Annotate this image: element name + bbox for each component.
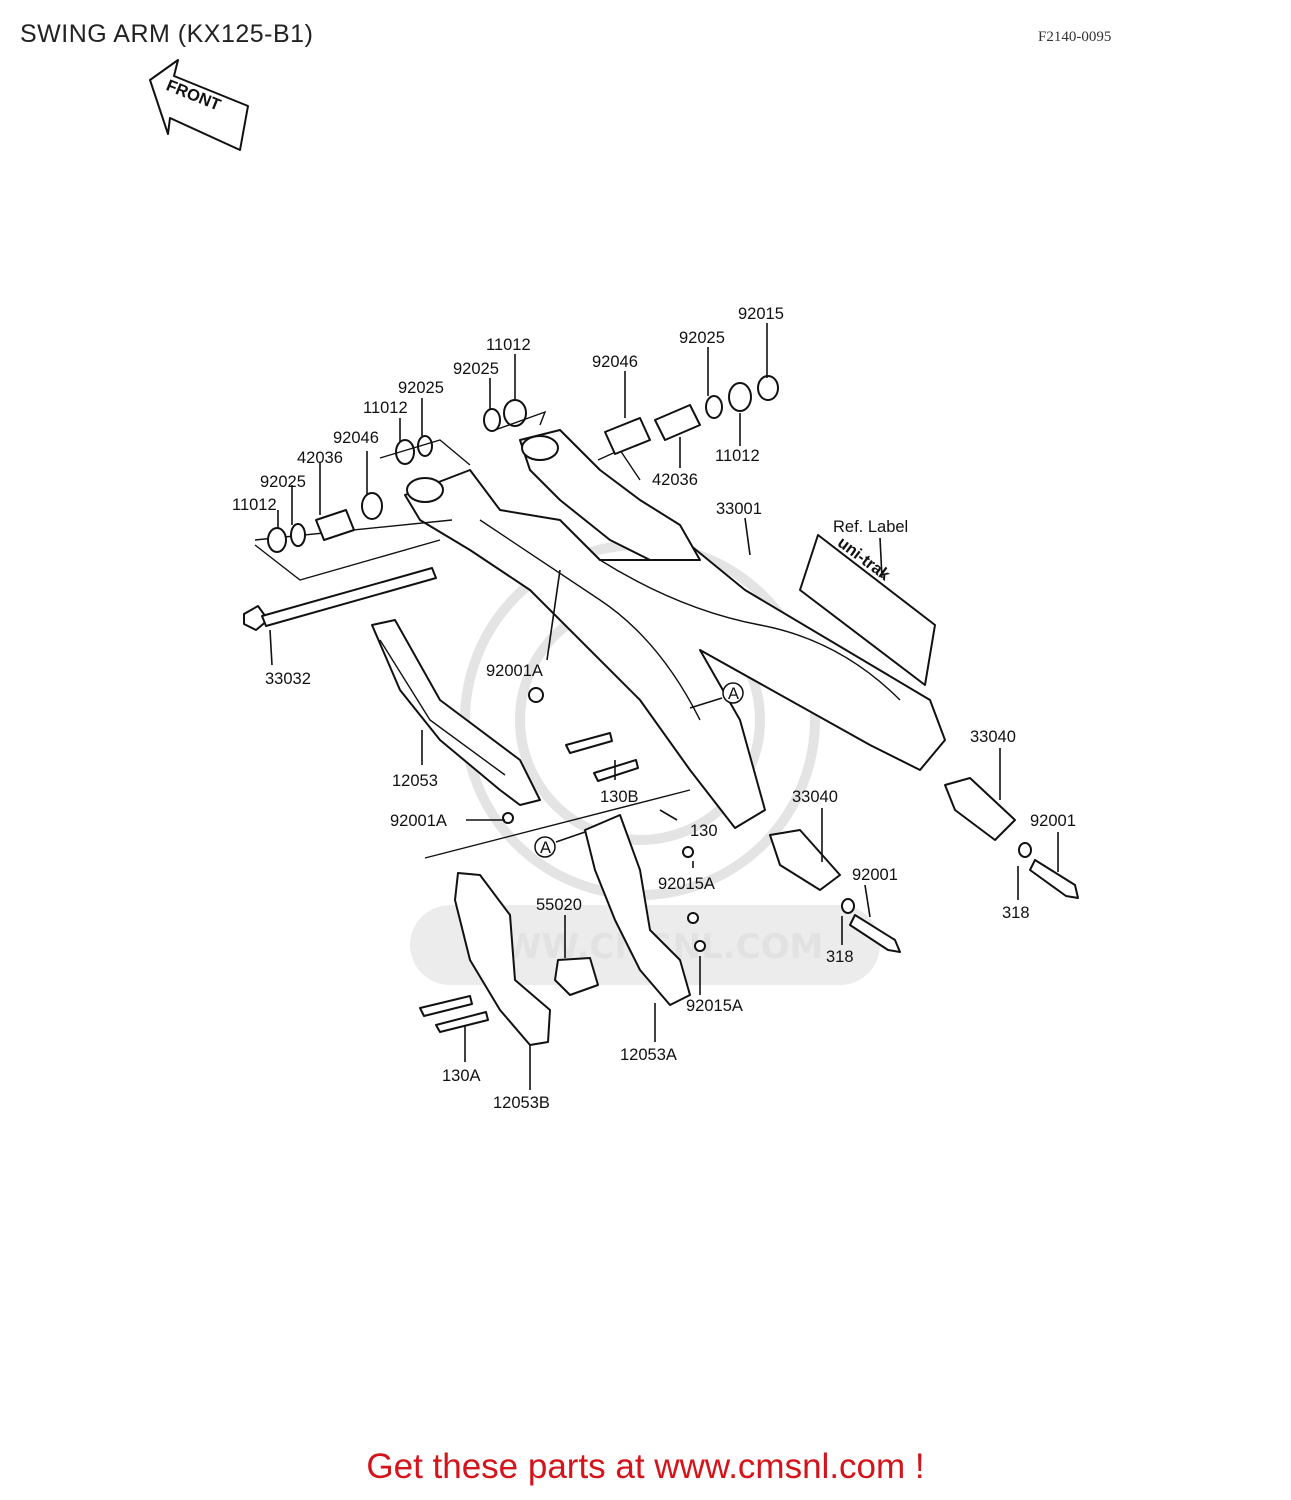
exploded-parts-diagram: WWW.CMSNL.COM FRONT uni-trak Ref. Label [149,59,1079,1112]
callout-92025: 92025 [398,379,444,397]
callout-42036: 42036 [652,471,698,489]
chain-guide-plates [424,789,691,1046]
reference-mark-a-upper: A [689,682,744,709]
axle-blocks [769,777,1016,891]
chain-guide [371,619,541,806]
callout-92001: 92001 [1030,812,1076,830]
svg-text:A: A [728,685,739,703]
callout-92015: 92015 [738,305,784,323]
page-title: SWING ARM (KX125-B1) [20,20,314,48]
callout-33001: 33001 [716,500,762,518]
callout-92015a: 92015A [686,997,743,1015]
callout-92001a: 92001A [486,662,543,680]
callout-92025: 92025 [260,473,306,491]
callout-42036: 42036 [297,449,343,467]
adjuster-bolts [841,842,1079,953]
callout-11012: 11012 [715,447,760,465]
diagram-code: F2140-0095 [1038,29,1112,45]
callout-11012: 11012 [486,336,531,354]
front-arrow-icon: FRONT [149,59,249,151]
callout-labels: 92015 92025 11012 92046 92025 92025 1101… [232,305,1076,1112]
callout-318: 318 [826,948,854,966]
callout-11012: 11012 [363,399,408,417]
callout-92025: 92025 [679,329,725,347]
svg-text:A: A [540,839,551,857]
callout-12053b: 12053B [493,1094,550,1112]
right-bearing-stack [604,375,779,455]
callout-33032: 33032 [265,670,311,688]
callout-11012: 11012 [232,496,277,514]
leader-lines [269,323,1059,1090]
callout-12053a: 12053A [620,1046,677,1064]
callout-55020: 55020 [536,896,582,914]
callout-92015a: 92015A [658,875,715,893]
callout-130a: 130A [442,1067,481,1085]
small-bolts [419,687,706,1033]
callout-92001: 92001 [852,866,898,884]
callout-12053: 12053 [392,772,438,790]
callout-92046: 92046 [333,429,379,447]
left-bearing-stack [254,399,547,581]
callout-33040: 33040 [970,728,1016,746]
callout-33040: 33040 [792,788,838,806]
callout-92046: 92046 [592,353,638,371]
callout-92001a: 92001A [390,812,447,830]
reference-mark-a-lower: A [534,831,586,858]
callout-130b: 130B [600,788,639,806]
callout-130: 130 [690,822,718,840]
footer-link[interactable]: Get these parts at www.cmsnl.com ! [366,1447,925,1486]
callout-92025: 92025 [453,360,499,378]
ref-label-caption: Ref. Label [833,518,908,536]
swing-arm-body [404,429,946,829]
callout-318: 318 [1002,904,1030,922]
